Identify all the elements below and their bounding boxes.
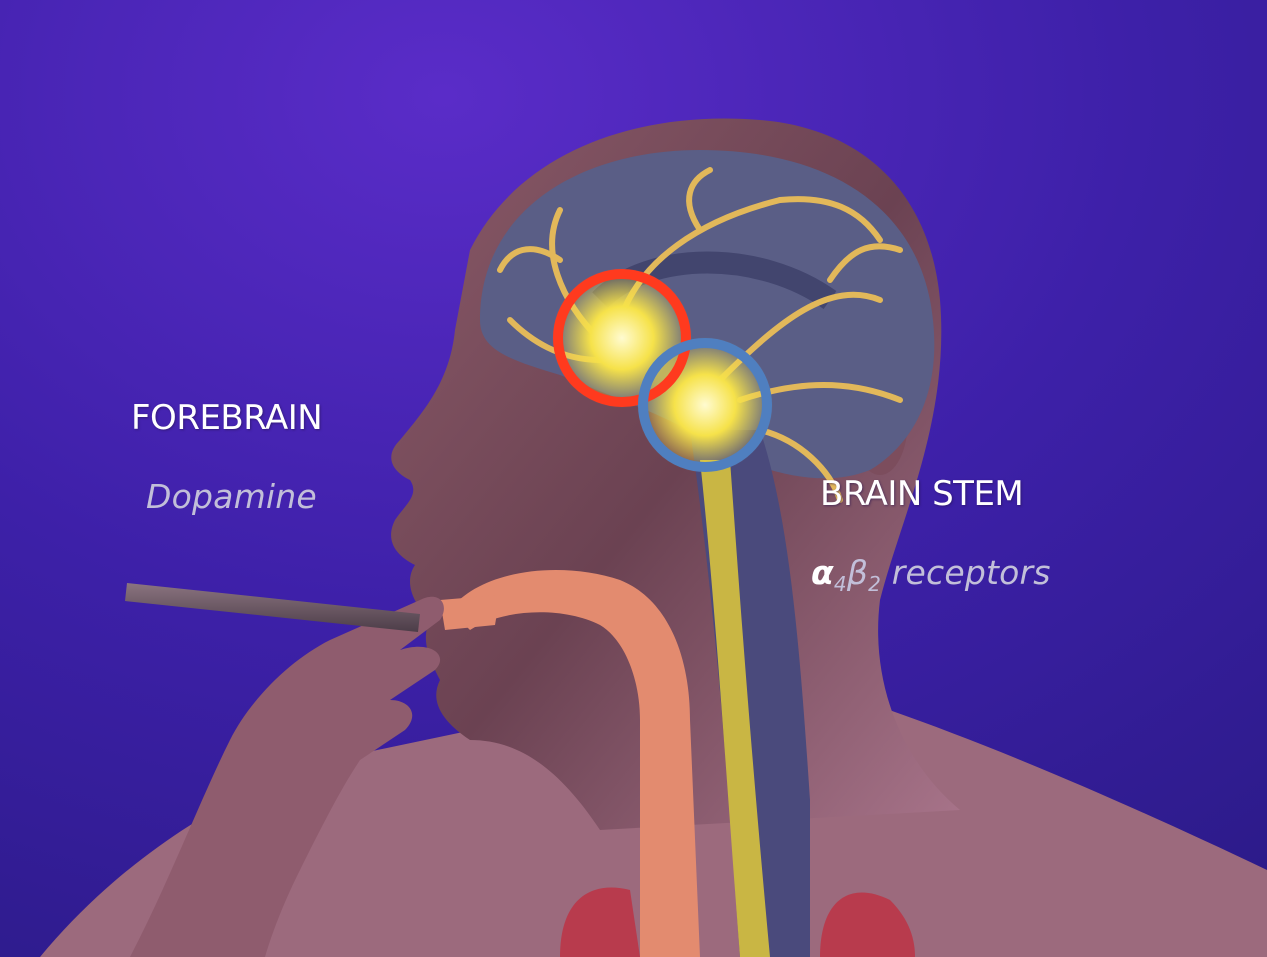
forebrain-label: FOREBRAIN xyxy=(131,398,322,438)
tongue xyxy=(440,595,500,630)
dopamine-label: Dopamine xyxy=(146,477,317,516)
receptor-beta-subscript: 2 xyxy=(868,572,881,596)
receptor-text: receptors xyxy=(881,553,1051,592)
receptor-alpha-subscript: 4 xyxy=(834,572,847,596)
receptor-label: α4β2 receptors xyxy=(811,553,1051,596)
brainstem-label: BRAIN STEM xyxy=(820,474,1023,514)
receptor-alpha-symbol: α xyxy=(811,553,834,592)
receptor-beta-symbol: β xyxy=(847,553,868,592)
brainstem-neuron-cluster xyxy=(637,337,773,473)
